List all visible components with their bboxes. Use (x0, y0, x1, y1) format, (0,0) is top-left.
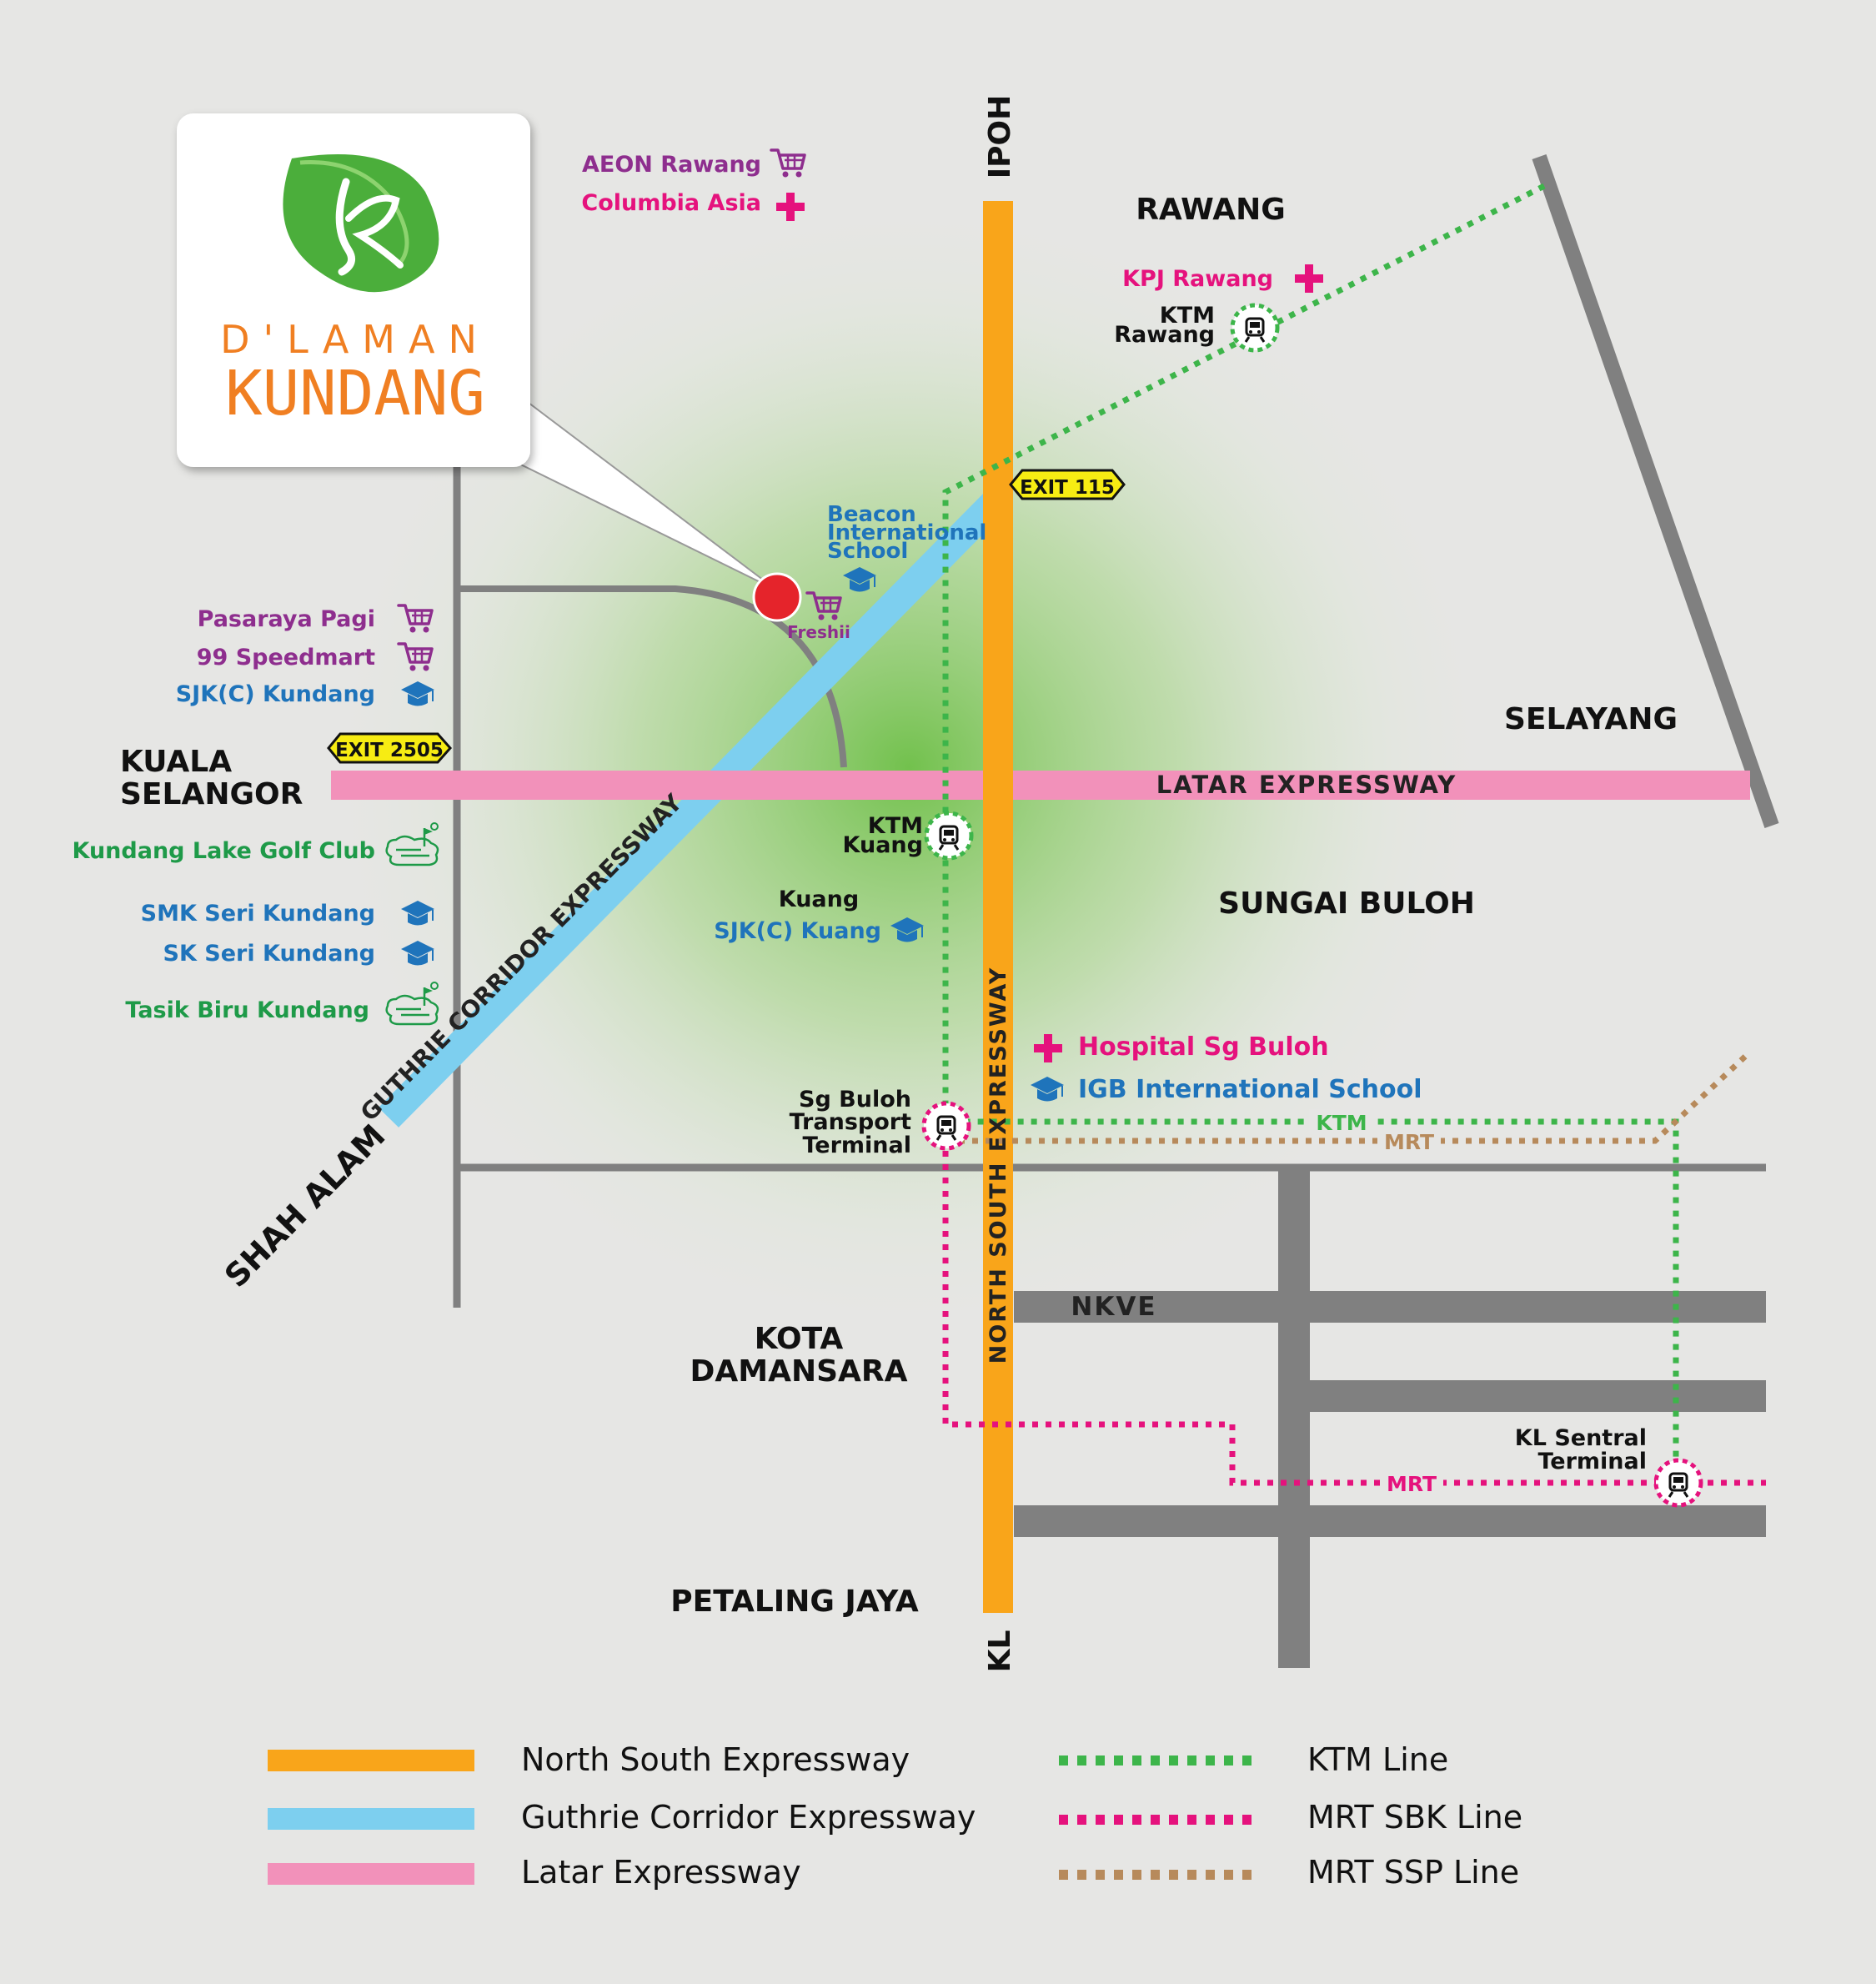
svg-text:KPJ Rawang: KPJ Rawang (1122, 266, 1273, 292)
poi-kpj-rawang[interactable]: KPJ Rawang (1122, 264, 1323, 293)
project-location-marker[interactable] (752, 572, 802, 622)
svg-text:Beacon: Beacon (827, 502, 916, 527)
latar-label: LATAR EXPRESSWAY (1156, 771, 1457, 799)
poi-sjkc-kundang[interactable]: SJK(C) Kundang (176, 681, 435, 707)
legend-label-2: Latar Expressway (521, 1854, 801, 1891)
poi-freshii[interactable]: Freshii (787, 591, 850, 642)
town-kota-damansara-2: DAMANSARA (690, 1354, 908, 1389)
svg-text:IGB International School: IGB International School (1078, 1075, 1422, 1104)
town-kuang: Kuang (779, 887, 859, 912)
legend-label-0: North South Expressway (521, 1741, 910, 1778)
ipoh-label: IPOH (983, 95, 1017, 179)
mrt-sbk-line (942, 1124, 1766, 1486)
svg-text:Columbia Asia: Columbia Asia (581, 190, 761, 216)
poi-igb-school[interactable]: IGB International School (1030, 1075, 1422, 1104)
legend-label-1: Guthrie Corridor Expressway (521, 1799, 976, 1836)
svg-text:AEON Rawang: AEON Rawang (582, 152, 761, 178)
svg-text:Hospital Sg Buloh: Hospital Sg Buloh (1078, 1032, 1329, 1062)
svg-text:EXIT 2505: EXIT 2505 (335, 740, 444, 761)
svg-text:EXIT 115: EXIT 115 (1020, 477, 1115, 499)
logo-line2: KUNDANG (225, 358, 485, 429)
town-rawang: RAWANG (1136, 193, 1286, 227)
station-ktm-rawang[interactable] (1230, 303, 1280, 353)
town-kuala-selangor-2: SELANGOR (120, 777, 303, 811)
legend-label-3: KTM Line (1307, 1741, 1448, 1778)
legend-swatch-2 (268, 1863, 474, 1885)
legend-swatch-0 (268, 1750, 474, 1771)
sg-buloh-label-3: Terminal (802, 1133, 911, 1158)
local-roads (453, 154, 1779, 1668)
town-kuala-selangor-1: KUALA (120, 745, 232, 779)
nkve-label: NKVE (1071, 1292, 1156, 1322)
poi-sk-seri-kundang[interactable]: SK Seri Kundang (163, 940, 435, 967)
logo-callout: D'LAMAN KUNDANG (177, 113, 778, 591)
ktm-kuang-label-2: Kuang (843, 832, 923, 858)
station-kl-sentral[interactable] (1653, 1458, 1703, 1508)
legend: North South Expressway Guthrie Corridor … (268, 1741, 1522, 1891)
sg-buloh-label-1: Sg Buloh (799, 1087, 911, 1113)
mrt-ssp-line-label: MRT (1384, 1130, 1434, 1154)
legend-swatch-1 (268, 1808, 474, 1830)
leaf-logo-icon (283, 154, 439, 293)
guthrie-expressway (378, 490, 1007, 1128)
station-ktm-kuang[interactable] (924, 811, 974, 861)
legend-label-5: MRT SSP Line (1307, 1854, 1519, 1891)
north-south-expressway (983, 201, 1013, 1613)
svg-text:Pasaraya Pagi: Pasaraya Pagi (198, 606, 375, 632)
ktm-line-label: KTM (1316, 1111, 1367, 1135)
svg-text:SJK(C) Kundang: SJK(C) Kundang (176, 681, 375, 707)
ktm-rawang-label-2: Rawang (1114, 322, 1215, 348)
expressways (331, 201, 1750, 1613)
poi-tasik-biru[interactable]: Tasik Biru Kundang (125, 981, 439, 1026)
svg-text:SMK Seri Kundang: SMK Seri Kundang (141, 901, 375, 927)
svg-text:Freshii: Freshii (787, 622, 850, 642)
poi-kundang-golf[interactable]: Kundang Lake Golf Club (73, 821, 439, 866)
ktm-kuang-label-1: KTM (868, 813, 923, 839)
poi-pasaraya-pagi[interactable]: Pasaraya Pagi (198, 604, 434, 635)
svg-text:SJK(C) Kuang: SJK(C) Kuang (714, 918, 881, 944)
north-south-label: NORTH SOUTH EXPRESSWAY (986, 967, 1011, 1364)
rail-lines (942, 183, 1766, 1486)
mrt-sbk-line-label: MRT (1387, 1472, 1437, 1496)
ktm-rawang-label-1: KTM (1160, 303, 1215, 329)
logo-line1: D'LAMAN (220, 317, 490, 362)
kl-sentral-label-1: KL Sentral (1515, 1425, 1647, 1451)
kl-label: KL (983, 1630, 1017, 1673)
svg-text:99 Speedmart: 99 Speedmart (197, 645, 375, 671)
exit-2505-badge: EXIT 2505 (327, 732, 453, 764)
ktm-line (942, 183, 1679, 1484)
kl-sentral-label-2: Terminal (1537, 1449, 1647, 1474)
latar-expressway (331, 771, 1750, 800)
poi-aeon-rawang[interactable]: AEON Rawang (582, 148, 806, 179)
svg-text:SK Seri Kundang: SK Seri Kundang (163, 941, 375, 967)
poi-sjkc-kuang[interactable]: SJK(C) Kuang (714, 917, 925, 944)
poi-smk-seri-kundang[interactable]: SMK Seri Kundang (141, 900, 435, 927)
poi-beacon-school[interactable]: Beacon International School (827, 502, 986, 593)
svg-text:School: School (827, 539, 908, 564)
exit-115-badge: EXIT 115 (1009, 469, 1126, 500)
poi-columbia-asia[interactable]: Columbia Asia (581, 190, 805, 221)
town-selayang: SELAYANG (1504, 702, 1678, 736)
svg-text:International: International (827, 520, 986, 545)
legend-label-4: MRT SBK Line (1307, 1799, 1522, 1836)
poi-hospital-sg-buloh[interactable]: Hospital Sg Buloh (1034, 1032, 1329, 1062)
town-petaling-jaya: PETALING JAYA (670, 1585, 919, 1619)
mrt-ssp-line (946, 1052, 1749, 1144)
poi-99-speedmart[interactable]: 99 Speedmart (197, 642, 434, 673)
svg-text:Tasik Biru Kundang: Tasik Biru Kundang (125, 997, 369, 1023)
svg-text:Kundang Lake Golf Club: Kundang Lake Golf Club (73, 838, 376, 864)
town-kota-damansara-1: KOTA (755, 1322, 844, 1356)
town-sungai-buloh: SUNGAI BULOH (1218, 887, 1475, 921)
sg-buloh-label-2: Transport (790, 1109, 911, 1135)
station-sg-buloh[interactable] (921, 1101, 971, 1151)
